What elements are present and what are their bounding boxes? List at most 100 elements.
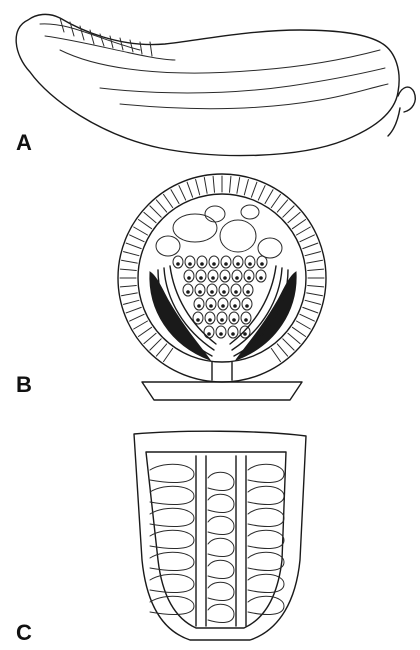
radial-striation [305, 300, 320, 304]
radial-striation [258, 186, 265, 201]
small-cell [205, 312, 215, 324]
small-cell [244, 270, 254, 282]
panel-label-c: C [16, 620, 32, 645]
radial-striation [292, 220, 305, 229]
small-cell [256, 270, 266, 282]
radial-striation [244, 180, 248, 195]
small-cell [216, 326, 226, 338]
small-cell [204, 326, 214, 338]
small-cell [209, 256, 219, 268]
radial-striation [265, 190, 273, 204]
small-cell [197, 256, 207, 268]
cell-nucleus [245, 319, 248, 322]
cell-nucleus [222, 305, 225, 308]
cell-nucleus [236, 277, 239, 280]
radial-striation [204, 178, 207, 194]
cell-nucleus [261, 263, 264, 266]
cell-nucleus [209, 319, 212, 322]
radial-striation [144, 333, 156, 343]
small-cell [173, 256, 183, 268]
radial-striation [171, 190, 179, 204]
chamber-loop [208, 582, 234, 600]
radial-striation [134, 321, 148, 329]
small-cell [217, 312, 227, 324]
radial-striation [126, 307, 141, 313]
radial-striation [156, 200, 166, 212]
radial-striation [297, 321, 311, 329]
chamber-loop [208, 560, 234, 578]
radial-striation [124, 252, 139, 256]
small-cell [231, 284, 241, 296]
small-cell [245, 256, 255, 268]
small-cell [183, 284, 193, 296]
small-cell [241, 312, 251, 324]
cell-nucleus [237, 263, 240, 266]
radial-striation [124, 300, 139, 304]
small-cell [230, 298, 240, 310]
chamber-loop [248, 530, 284, 548]
radial-striation [300, 314, 315, 321]
cell-nucleus [225, 263, 228, 266]
chamber-loop [150, 464, 194, 482]
radial-striation [196, 180, 200, 195]
cell-nucleus [234, 305, 237, 308]
cell-nucleus [210, 305, 213, 308]
cell-nucleus [223, 291, 226, 294]
panel-a-drawing [16, 14, 415, 155]
cell-nucleus [248, 277, 251, 280]
chamber-loop [248, 464, 284, 482]
radial-striation [126, 243, 141, 249]
chamber-loop [248, 486, 284, 504]
radial-striation [144, 212, 156, 222]
cell-nucleus [244, 333, 247, 336]
cell-nucleus [260, 277, 263, 280]
chamber-loop [150, 574, 194, 592]
radial-striation [308, 269, 324, 270]
radial-striation [305, 252, 320, 256]
cell-nucleus [189, 263, 192, 266]
small-cell [185, 256, 195, 268]
small-cell [196, 270, 206, 282]
chamber-loop [248, 596, 284, 614]
small-cell [208, 270, 218, 282]
cell-nucleus [198, 305, 201, 308]
chamber-loop [150, 508, 194, 526]
small-cell [257, 256, 267, 268]
radial-striation [251, 182, 257, 197]
radial-striation [130, 235, 145, 242]
radial-striation [150, 206, 161, 217]
radial-striation [288, 333, 300, 343]
radial-striation [292, 327, 305, 336]
small-cell [218, 298, 228, 310]
small-cell [184, 270, 194, 282]
radial-striation [164, 348, 173, 361]
panel-b-upper-cells [156, 205, 282, 258]
cell-nucleus [187, 291, 190, 294]
radial-striation [164, 194, 173, 207]
small-cell [242, 298, 252, 310]
small-cell [220, 270, 230, 282]
radial-striation [122, 260, 138, 263]
chamber-loop [208, 516, 234, 534]
radial-striation [307, 260, 323, 263]
radial-striation [120, 269, 136, 270]
chamber-loop [248, 574, 284, 592]
panel-label-a: A [16, 130, 32, 155]
cell-nucleus [208, 333, 211, 336]
radial-striation [307, 293, 323, 296]
chamber-loop [208, 538, 234, 556]
radial-striation [283, 206, 294, 217]
panel-b-drawing [118, 174, 326, 400]
chamber-loop [150, 552, 194, 570]
small-cell [194, 298, 204, 310]
panel-c-drawing [134, 431, 306, 640]
cell-nucleus [188, 277, 191, 280]
cell-nucleus [197, 319, 200, 322]
cell-nucleus [247, 291, 250, 294]
cell-nucleus [232, 333, 235, 336]
cell-nucleus [201, 263, 204, 266]
radial-striation [283, 339, 294, 350]
panel-label-b: B [16, 372, 32, 397]
cell-nucleus [213, 263, 216, 266]
